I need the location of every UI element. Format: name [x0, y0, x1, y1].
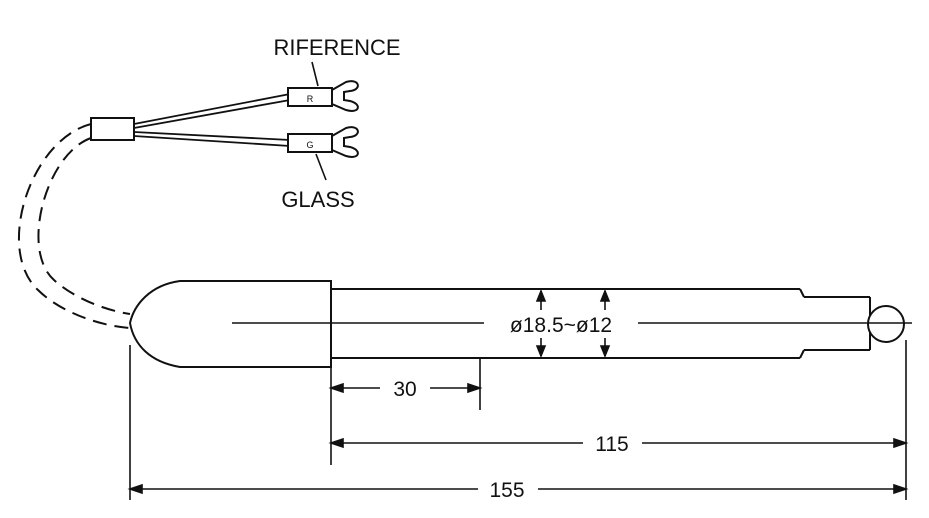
dimension-155-label: 155 — [489, 479, 524, 502]
reference-terminal — [287, 80, 359, 112]
dimension-30-label: 30 — [393, 378, 416, 401]
diameter-label-backdrop — [487, 310, 635, 338]
diameter-label: ø18.5~ø12 — [510, 314, 612, 337]
diameter-arrows — [535, 288, 611, 359]
cable-inner-line — [37, 137, 131, 315]
reference-wire-top — [133, 93, 291, 125]
dimension-30 — [328, 382, 483, 394]
glass-wire-bottom — [133, 135, 291, 147]
reference-callout-line — [311, 61, 319, 87]
glass-wire-top — [133, 131, 291, 141]
dimension-115 — [328, 437, 909, 449]
shaft-step-top — [799, 288, 805, 298]
glass-bulb — [867, 305, 905, 343]
glass-fork-icon — [331, 126, 359, 158]
reference-wire-bottom — [133, 99, 291, 129]
cable-connector-sleeve — [90, 117, 135, 141]
cable — [17, 123, 131, 329]
glass-callout-line — [315, 153, 327, 181]
reference-label: RIFERENCE — [273, 35, 400, 60]
electrode-head — [128, 280, 332, 368]
glass-terminal-mark: G — [306, 140, 313, 150]
reference-fork-icon — [331, 80, 359, 112]
shaft-step-bottom — [799, 349, 805, 359]
dimension-115-label: 115 — [595, 433, 628, 456]
lead-wires — [133, 93, 291, 147]
reference-terminal-mark: R — [307, 94, 314, 104]
glass-terminal — [287, 126, 359, 158]
dimension-155 — [127, 483, 909, 495]
cable-outer-line — [17, 123, 131, 329]
glass-label: GLASS — [281, 187, 354, 212]
extension-lines — [129, 340, 907, 500]
